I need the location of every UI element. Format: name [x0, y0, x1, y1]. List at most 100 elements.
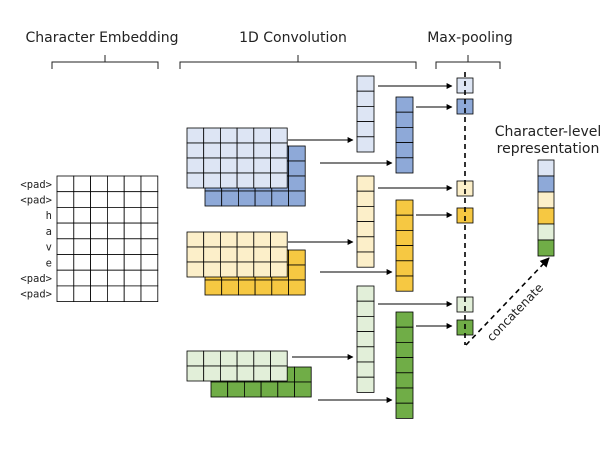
filter-yellow-front-cell: [253, 231, 271, 248]
embedding-cell-row-cell: [140, 206, 159, 224]
heading-max-pooling: Max-pooling: [427, 30, 513, 46]
token-label: v: [46, 242, 52, 254]
embedding-cell-row-cell: [73, 269, 92, 287]
embedding-cell-row-cell: [107, 222, 125, 240]
embedding-cell-row-cell: [90, 175, 108, 193]
output-cell-1: [537, 159, 555, 177]
token-label: e: [46, 257, 52, 269]
filter-blue-back-cell: [254, 190, 273, 207]
fmap-blue-2-cell: [395, 142, 414, 159]
filter-yellow-front-cell: [270, 231, 288, 248]
filter-blue-front-cell: [236, 142, 255, 159]
embedding-cell-row-cell: [90, 191, 108, 208]
token-label: <pad>: [20, 289, 52, 301]
token-label: <pad>: [20, 273, 52, 285]
embedding-cell-row-cell: [56, 285, 75, 302]
filter-blue-back-cell: [271, 190, 289, 207]
fmap-green-1-cell: [356, 361, 375, 378]
fmap-yellow-2-cell: [395, 245, 414, 262]
fmap-blue-2-cell: [395, 157, 414, 174]
filter-blue-front-cell: [236, 172, 255, 189]
filter-yellow-back-cell: [288, 249, 306, 266]
embedding-cell-row-cell: [90, 238, 108, 255]
filter-blue-front-cell: [219, 142, 238, 159]
embedding-cell-row-cell: [123, 285, 142, 302]
feature-maps: [356, 75, 414, 419]
embedding-cell-row-cell: [107, 269, 125, 287]
heading-output-line2: representation: [497, 141, 600, 157]
filter-blue-front-cell: [253, 172, 271, 189]
fmap-blue-2-cell: [395, 96, 414, 113]
brace-pooling: [435, 55, 501, 69]
embedding-cell-row-cell: [140, 269, 159, 287]
embedding-cell-row-cell: [56, 222, 75, 240]
fmap-green-2-cell: [395, 311, 414, 328]
filter-blue-front-cell: [186, 172, 205, 189]
conv-filters: [186, 127, 312, 398]
filter-blue-front-cell: [253, 142, 271, 159]
filter-blue-front-cell: [186, 142, 205, 159]
filter-green-front-cell: [236, 365, 255, 382]
filter-green-back-cell: [277, 381, 295, 398]
heading-output-line1: Character-level: [495, 124, 602, 140]
output-vector: [537, 159, 555, 257]
fmap-blue-2-cell: [395, 111, 414, 128]
arrows: [288, 83, 453, 403]
fmap-yellow-2-cell: [395, 260, 414, 277]
fmap-yellow-1-cell: [356, 190, 375, 207]
embedding-cell-row-cell: [123, 191, 142, 208]
concatenate-arrow: [465, 257, 550, 346]
filter-yellow-front-cell: [219, 246, 238, 263]
filter-blue-front-cell: [219, 127, 238, 144]
embedding-cell-row-cell: [140, 254, 159, 271]
pooled-values: [456, 77, 474, 336]
filter-green-front-cell: [186, 350, 205, 367]
filter-green-front-cell: [270, 365, 288, 382]
embedding-cell-row-cell: [73, 191, 92, 208]
embedding-cell-row-cell: [107, 238, 125, 255]
embedding-cell-row-cell: [123, 238, 142, 255]
embedding-cell-row-cell: [123, 175, 142, 193]
filter-blue-front-cell: [270, 172, 288, 189]
fmap-blue-1-cell: [356, 121, 375, 138]
fmap-green-1: [356, 285, 375, 393]
filter-blue-back-cell: [288, 175, 306, 192]
filter-yellow-back-cell: [254, 279, 273, 296]
concatenate-label: concatenate: [484, 281, 546, 344]
fmap-green-2-cell: [395, 372, 414, 389]
filter-blue-front: [186, 127, 288, 189]
embedding-cell-row-cell: [107, 206, 125, 224]
fmap-blue-1-cell: [356, 90, 375, 107]
filter-blue-front-cell: [236, 127, 255, 144]
embedding-cell-row-cell: [123, 222, 142, 240]
filter-yellow-back-cell: [221, 279, 239, 296]
filter-yellow-front-cell: [203, 246, 221, 263]
filter-yellow-front-cell: [203, 261, 221, 278]
brace-embedding: [51, 55, 159, 69]
filter-green-front-cell: [203, 365, 221, 382]
fmap-yellow-2: [395, 199, 414, 292]
output-cell-6: [537, 239, 555, 257]
brace-convolution: [179, 55, 417, 69]
filter-blue-front-cell: [270, 157, 288, 174]
filter-yellow-front-cell: [186, 261, 205, 278]
fmap-yellow-1-cell: [356, 236, 375, 253]
embedding-cell-row-cell: [90, 222, 108, 240]
fmap-yellow-1-cell: [356, 251, 375, 268]
filter-green-back-cell: [227, 381, 245, 398]
filter-blue-front-cell: [253, 157, 271, 174]
output-cell-5: [537, 223, 555, 241]
fmap-blue-2-cell: [395, 127, 414, 144]
token-label: h: [46, 210, 52, 222]
filter-yellow-back-cell: [288, 264, 306, 281]
filter-green-front-cell: [270, 350, 288, 367]
filter-green-back-cell: [210, 381, 229, 398]
fmap-yellow-2-cell: [395, 199, 414, 216]
filter-yellow-front-cell: [236, 261, 255, 278]
filter-green-back-cell: [294, 366, 312, 383]
filter-green-front: [186, 350, 288, 382]
filter-yellow-front-cell: [203, 231, 221, 248]
fmap-blue-1-cell: [356, 106, 375, 123]
